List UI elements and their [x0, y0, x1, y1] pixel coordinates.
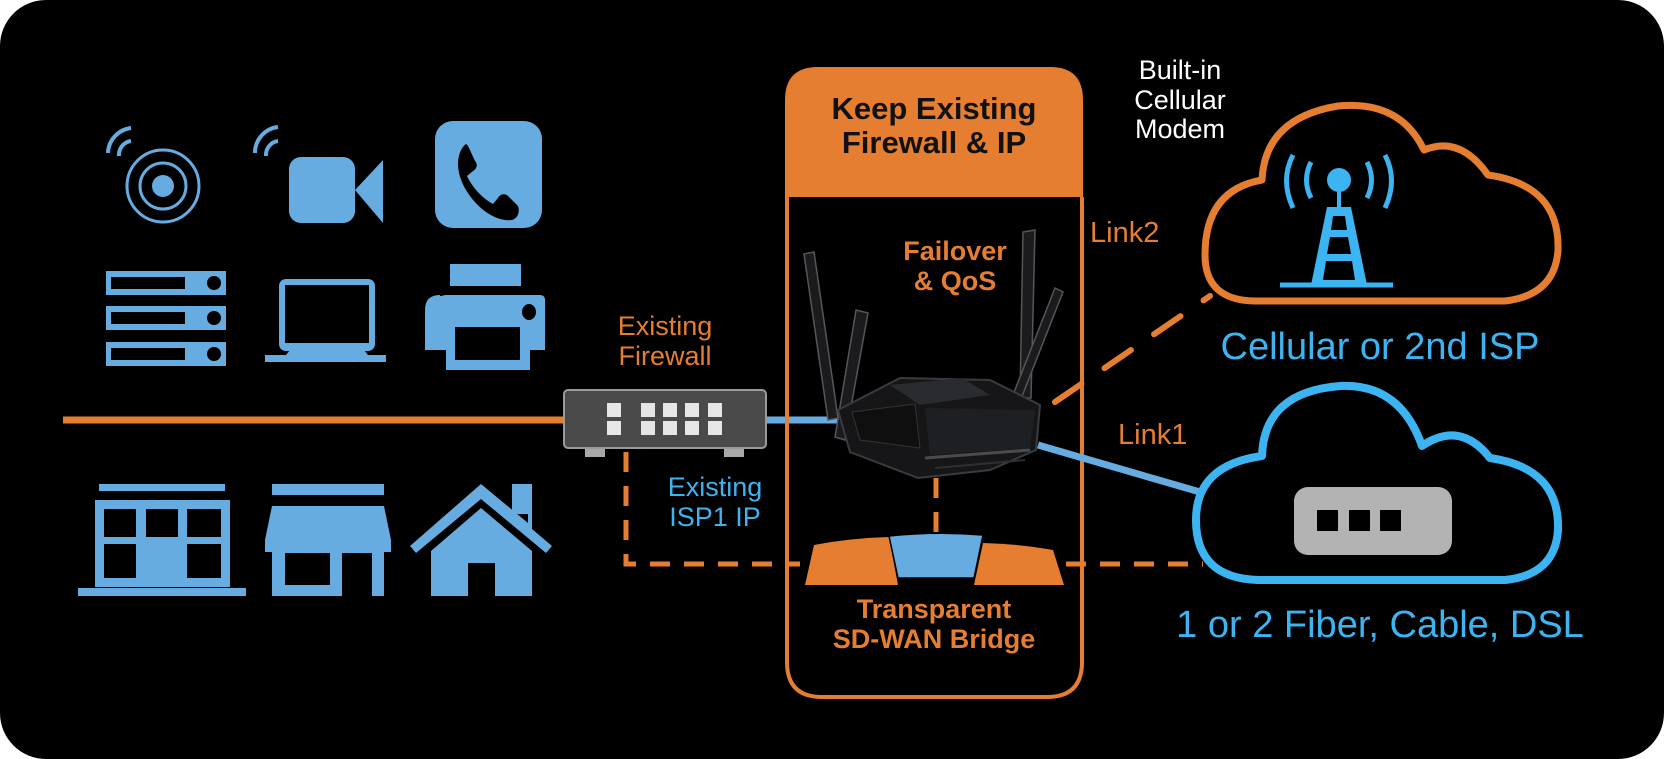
fw-line1: Existing [617, 311, 713, 341]
existing-firewall-label: Existing Firewall [585, 311, 745, 371]
fw-line2: Firewall [618, 340, 712, 371]
center-box-title-line1: Keep Existing [831, 91, 1037, 126]
fiber-cable-dsl-label: 1 or 2 Fiber, Cable, DSL [1176, 604, 1584, 646]
phone-icon [435, 121, 542, 228]
center-box [785, 67, 1084, 699]
link1-label: Link1 [1118, 419, 1188, 451]
isp1-dashed-path [623, 452, 800, 567]
printer-icon [425, 264, 545, 370]
failover-line2: & QoS [913, 265, 997, 296]
built-in-modem-label: Built-in Cellular Modem [1105, 55, 1255, 145]
link2-label: Link2 [1090, 217, 1160, 249]
bridge-label: Transparent SD-WAN Bridge [785, 594, 1083, 654]
center-box-title: Keep Existing Firewall & IP [785, 91, 1083, 161]
center-box-title-line2: Firewall & IP [841, 125, 1027, 161]
firewall-device[interactable] [563, 389, 767, 457]
modem-line1: Built-in [1138, 55, 1222, 85]
link1-line [1037, 441, 1201, 496]
modem-icon [1294, 487, 1452, 555]
bridge-line1: Transparent [856, 594, 1012, 624]
server-rack-icon [106, 271, 226, 366]
wireless-sensor-icon [106, 126, 201, 224]
router-image [803, 229, 1064, 480]
cellular-cloud[interactable] [1201, 101, 1562, 305]
modem-line3: Modem [1134, 114, 1226, 145]
existing-isp1-ip-label: Existing ISP1 IP [640, 472, 790, 532]
bridge-line2: SD-WAN Bridge [832, 623, 1036, 654]
storefront-icon [265, 484, 391, 596]
failover-line1: Failover [903, 236, 1007, 266]
broadband-cloud[interactable] [1192, 381, 1563, 584]
cellular-or-2nd-isp-label: Cellular or 2nd ISP [1220, 326, 1540, 368]
video-camera-icon [252, 125, 383, 223]
laptop-icon [265, 279, 386, 362]
isp1-line2: ISP1 IP [669, 501, 761, 532]
link2-line [1052, 293, 1213, 405]
failover-qos-label: Failover & QoS [860, 236, 1050, 296]
house-icon [410, 484, 552, 596]
modem-line2: Cellular [1134, 84, 1226, 115]
isp1-line1: Existing [667, 472, 763, 502]
bridge-icon [805, 532, 1064, 585]
cell-tower-icon [1280, 153, 1394, 288]
office-building-icon [78, 484, 246, 596]
